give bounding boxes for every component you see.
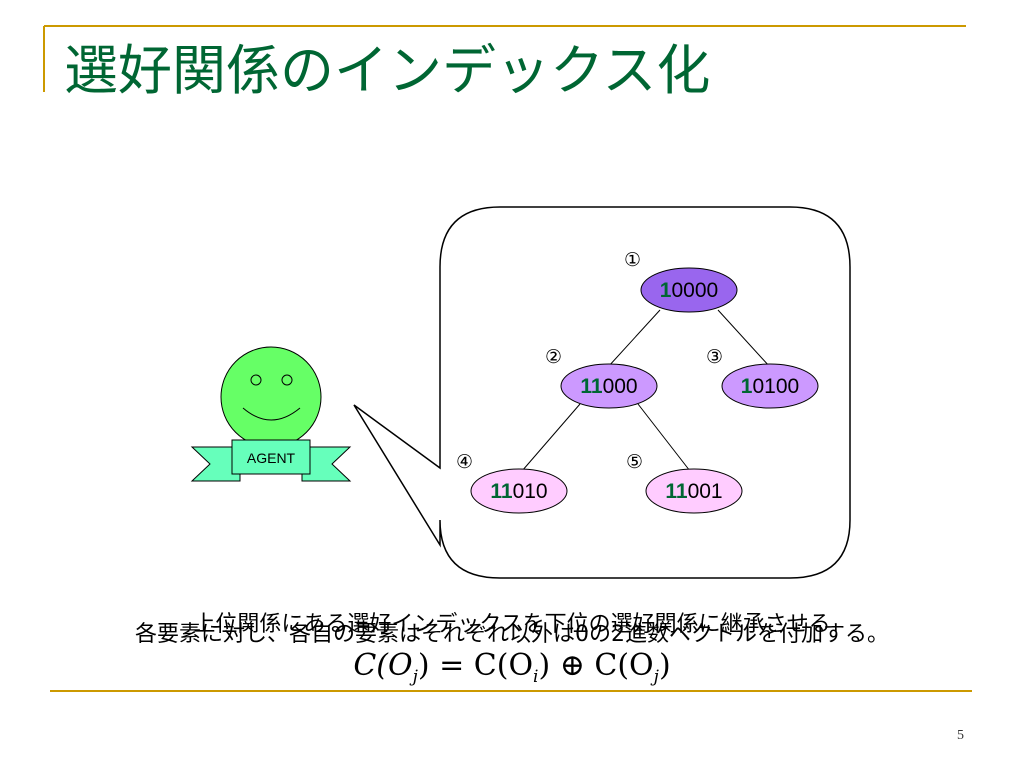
tree-node-2-prefix: 11 xyxy=(580,375,603,398)
tree-node-1-label: 10000 xyxy=(660,279,718,302)
tree-node-1-rest: 0000 xyxy=(671,279,718,302)
formula-rhs-sub: j xyxy=(653,667,659,687)
tree-node-2-label: 11000 xyxy=(580,375,637,398)
tree-node-1-prefix: 1 xyxy=(660,279,672,302)
agent-label: AGENT xyxy=(247,450,296,466)
tree-node-2-marker: ② xyxy=(545,346,562,368)
formula-close: ) xyxy=(658,648,671,683)
agent-ribbon-banner xyxy=(231,439,311,475)
index-formula: C(Oj) = C(Oi) ⊕ C(Oj) xyxy=(0,648,1024,687)
tree-node-1-marker: ① xyxy=(624,249,641,271)
slide-title: 選好関係のインデックス化 xyxy=(64,39,711,102)
tree-node-5-marker: ⑤ xyxy=(626,451,643,473)
tree-node-4-marker: ④ xyxy=(456,451,473,473)
agent-left-eye xyxy=(250,374,262,386)
tree-node-5-rest: 001 xyxy=(688,480,723,503)
formula-lhs-sub: j xyxy=(412,667,418,687)
formula-op: ) ⊕ C(O xyxy=(538,648,654,683)
tree-node-3-prefix: 1 xyxy=(741,375,753,398)
formula-eq: ) = C(O xyxy=(417,648,534,683)
tree-node-2 xyxy=(560,363,658,409)
tree-node-4-prefix: 11 xyxy=(490,480,513,503)
tree-edge-1-2 xyxy=(607,309,661,368)
tree-edge-1-3 xyxy=(717,309,771,368)
formula-mid-sub: i xyxy=(533,667,539,687)
agent-face xyxy=(220,346,322,448)
tree-edge-2-4 xyxy=(521,403,581,472)
tree-node-1 xyxy=(640,267,738,313)
agent-right-eye xyxy=(281,374,293,386)
tree-node-3-marker: ③ xyxy=(706,346,723,368)
agent-smile xyxy=(242,407,301,421)
caption-inheritance: 上位関係にある選好インデックスを下位の選好関係に継承させる xyxy=(193,612,831,637)
tree-node-2-rest: 000 xyxy=(603,375,638,398)
tree-node-3-label: 10100 xyxy=(741,375,799,398)
tree-node-5-label: 11001 xyxy=(665,480,722,503)
tree-node-3-rest: 0100 xyxy=(752,375,799,398)
tree-edge-2-5 xyxy=(637,403,691,472)
tree-node-3 xyxy=(721,363,819,409)
tree-node-5 xyxy=(645,468,743,514)
agent-figure: AGENT xyxy=(190,346,352,482)
tree-node-5-prefix: 11 xyxy=(665,480,688,503)
formula-lhs: C(O xyxy=(353,648,413,683)
page-number: 5 xyxy=(957,728,964,743)
tree-node-4-label: 11010 xyxy=(490,480,547,503)
caption-vector: 各要素に対し、各自の要素はそれぞれ以外は0の2進数ベクトルを付加する。 xyxy=(135,622,889,647)
tree-node-4 xyxy=(470,468,568,514)
tree-node-4-rest: 010 xyxy=(513,480,548,503)
